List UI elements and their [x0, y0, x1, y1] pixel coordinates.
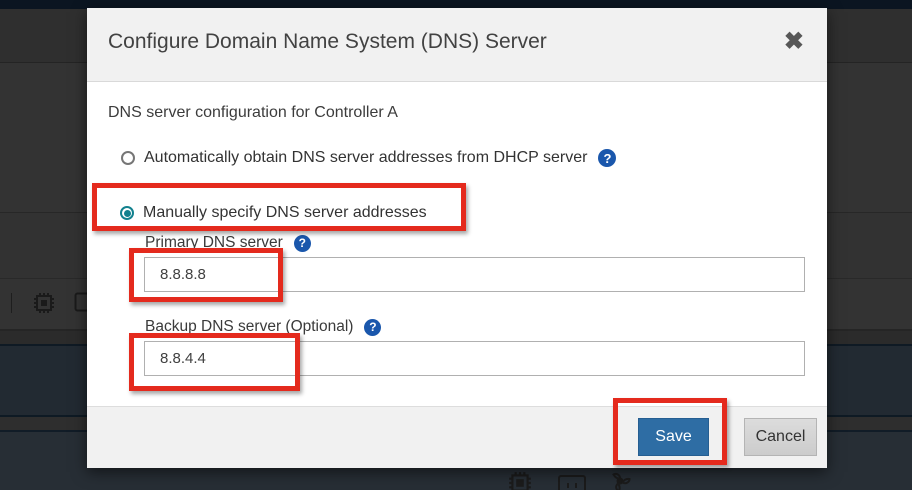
radio-manual-label: Manually specify DNS server addresses — [143, 204, 427, 221]
backup-dns-label: Backup DNS server (Optional) — [145, 318, 354, 335]
help-icon[interactable]: ? — [598, 149, 617, 167]
cancel-button[interactable]: Cancel — [744, 418, 817, 456]
power-port-icon — [558, 475, 586, 490]
dialog-header: Configure Domain Name System (DNS) Serve… — [87, 8, 827, 82]
radio-button-auto[interactable] — [121, 151, 135, 165]
chip-icon — [34, 293, 54, 313]
cpu-icon — [509, 472, 531, 490]
radio-auto-label: Automatically obtain DNS server addresse… — [144, 149, 588, 166]
backup-dns-input[interactable] — [144, 341, 805, 376]
top-navbar — [0, 0, 912, 9]
help-icon[interactable]: ? — [364, 318, 382, 336]
primary-dns-label-row: Primary DNS server ? — [145, 234, 311, 252]
dns-config-dialog: Configure Domain Name System (DNS) Serve… — [87, 8, 827, 468]
backup-dns-label-row: Backup DNS server (Optional) ? — [145, 318, 382, 336]
radio-selected-dot — [123, 209, 131, 217]
toolbar-separator — [11, 293, 12, 313]
radio-option-manual[interactable]: Manually specify DNS server addresses — [120, 204, 427, 222]
help-icon[interactable]: ? — [293, 234, 311, 252]
close-icon[interactable]: ✖ — [783, 28, 804, 55]
radio-button-manual[interactable] — [120, 206, 134, 220]
dialog-subtitle: DNS server configuration for Controller … — [108, 104, 398, 121]
dialog-title: Configure Domain Name System (DNS) Serve… — [108, 30, 547, 53]
radio-option-auto[interactable]: Automatically obtain DNS server addresse… — [121, 149, 617, 167]
primary-dns-input[interactable] — [144, 257, 805, 292]
dialog-footer — [87, 406, 827, 468]
primary-dns-label: Primary DNS server — [145, 234, 283, 251]
save-button[interactable]: Save — [638, 418, 709, 456]
fan-icon — [612, 472, 631, 490]
